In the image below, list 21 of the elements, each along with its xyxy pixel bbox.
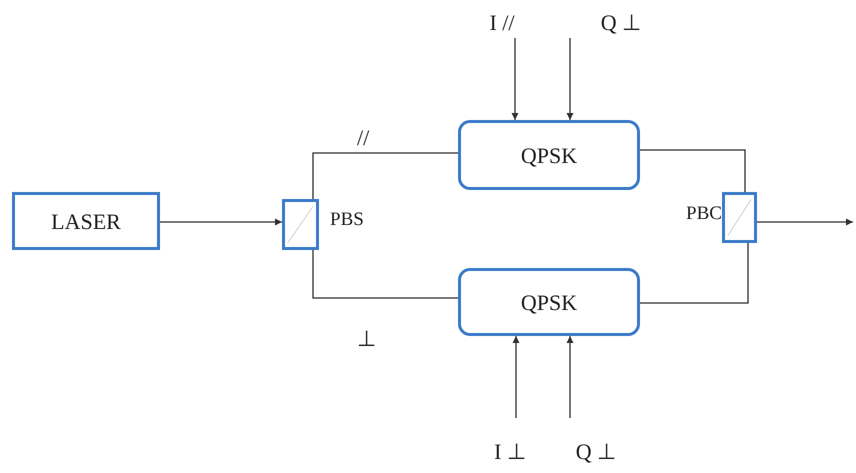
modulator-box: QPSK [458,268,640,336]
signal-label: I // [462,8,542,36]
signal-label: Q ⊥ [566,436,626,466]
signal-label: I ⊥ [480,436,540,466]
connector-line [312,250,458,299]
beam-splitter-cube [722,192,757,243]
arrow [757,218,853,226]
arrow [566,38,574,120]
arrow [566,336,574,418]
signal-label: Q ⊥ [588,8,654,36]
connector-line [640,243,749,304]
arrow [512,38,518,120]
connector-line [312,152,458,199]
component-label: PBS [330,210,364,229]
component-label: PBC [686,204,722,223]
arrow [512,336,520,418]
modulator-box: QPSK [458,120,640,190]
arrow [160,218,282,226]
connector-line [640,149,746,192]
process-box: LASER [12,192,160,250]
beam-splitter-cube [282,199,319,250]
